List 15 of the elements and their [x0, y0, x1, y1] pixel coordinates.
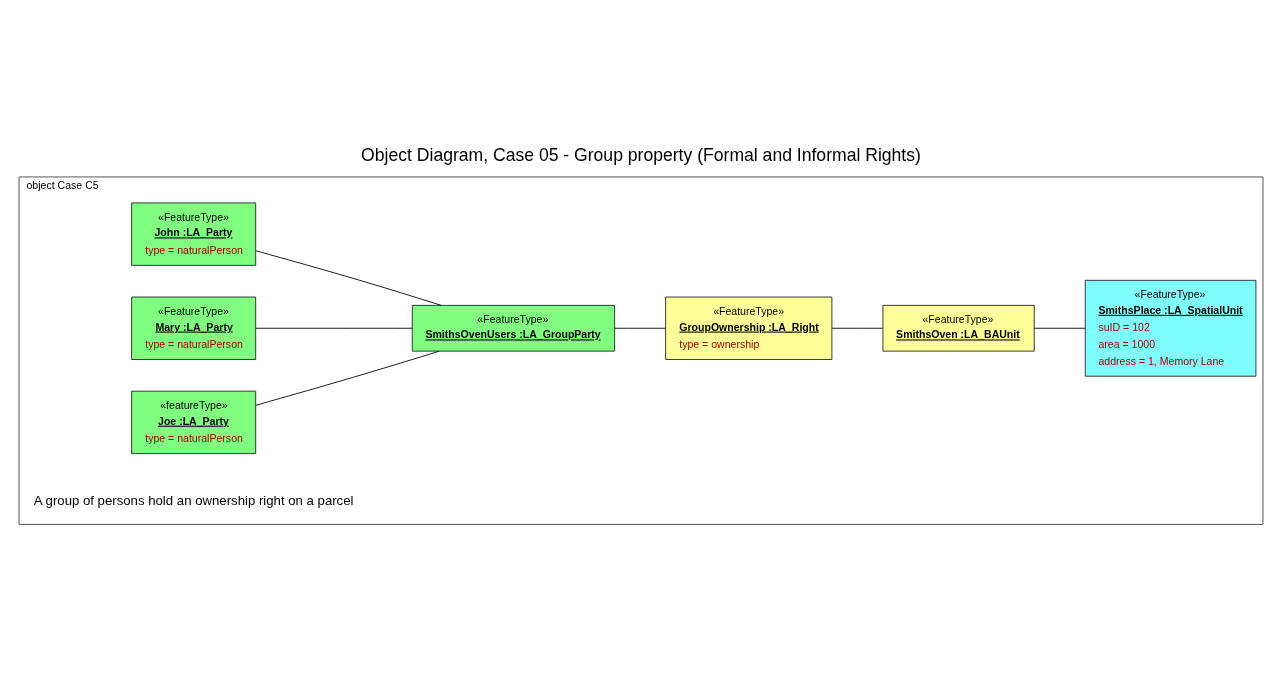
node-box: «featureType» Joe :LA_Party type = naturalPerson — [131, 390, 257, 455]
node-box: «FeatureType» SmithsPlace :LA_SpatialUnit suID = 102 area = 1000 address = 1, Memory Lane — [1084, 279, 1257, 377]
diagram-title: Object Diagram, Case 05 - Group property (Formal and Informal Rights) — [361, 145, 921, 166]
connector — [255, 327, 413, 329]
connector — [255, 350, 440, 406]
node-box: «FeatureType» Mary :LA_Party type = naturalPerson — [131, 296, 257, 360]
connector — [614, 327, 666, 329]
node-box: «FeatureType» John :LA_Party type = naturalPerson — [131, 202, 257, 266]
connector — [255, 250, 442, 306]
node-box: «FeatureType» GroupOwnership :LA_Right type = ownership — [665, 296, 833, 360]
node-box: «FeatureType» SmithsOven :LA_BAUnit — [882, 304, 1035, 352]
connector — [831, 327, 884, 329]
label: A group of persons hold an ownership right on a parcel — [33, 492, 354, 508]
node-box: «FeatureType» SmithsOvenUsers :LA_GroupParty — [411, 304, 616, 352]
connector — [1034, 327, 1086, 329]
